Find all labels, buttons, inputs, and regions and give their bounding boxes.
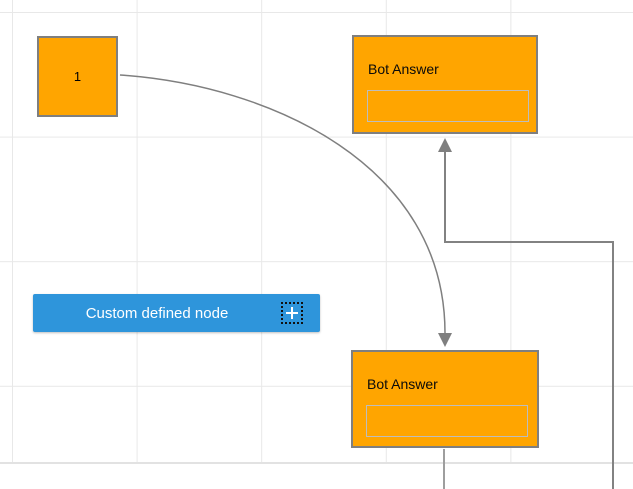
node-title: Bot Answer (367, 376, 438, 392)
node-custom-label: Custom defined node (85, 304, 229, 322)
node-bot-answer-top[interactable]: Bot Answer (352, 35, 538, 134)
arrowhead-up-icon (438, 138, 452, 152)
node-source-label: 1 (73, 69, 82, 84)
add-node-button[interactable] (281, 302, 303, 324)
node-custom-defined[interactable]: Custom defined node (33, 294, 320, 332)
node-bot-answer-bottom[interactable]: Bot Answer (351, 350, 539, 448)
arrowhead-down-icon (438, 333, 452, 347)
answer-field[interactable] (366, 405, 528, 437)
connector-bezier (119, 74, 446, 334)
connector-elbow (444, 151, 614, 489)
node-source[interactable]: 1 (37, 36, 118, 117)
answer-field[interactable] (367, 90, 529, 122)
node-title: Bot Answer (368, 61, 439, 77)
plus-icon (283, 304, 301, 322)
